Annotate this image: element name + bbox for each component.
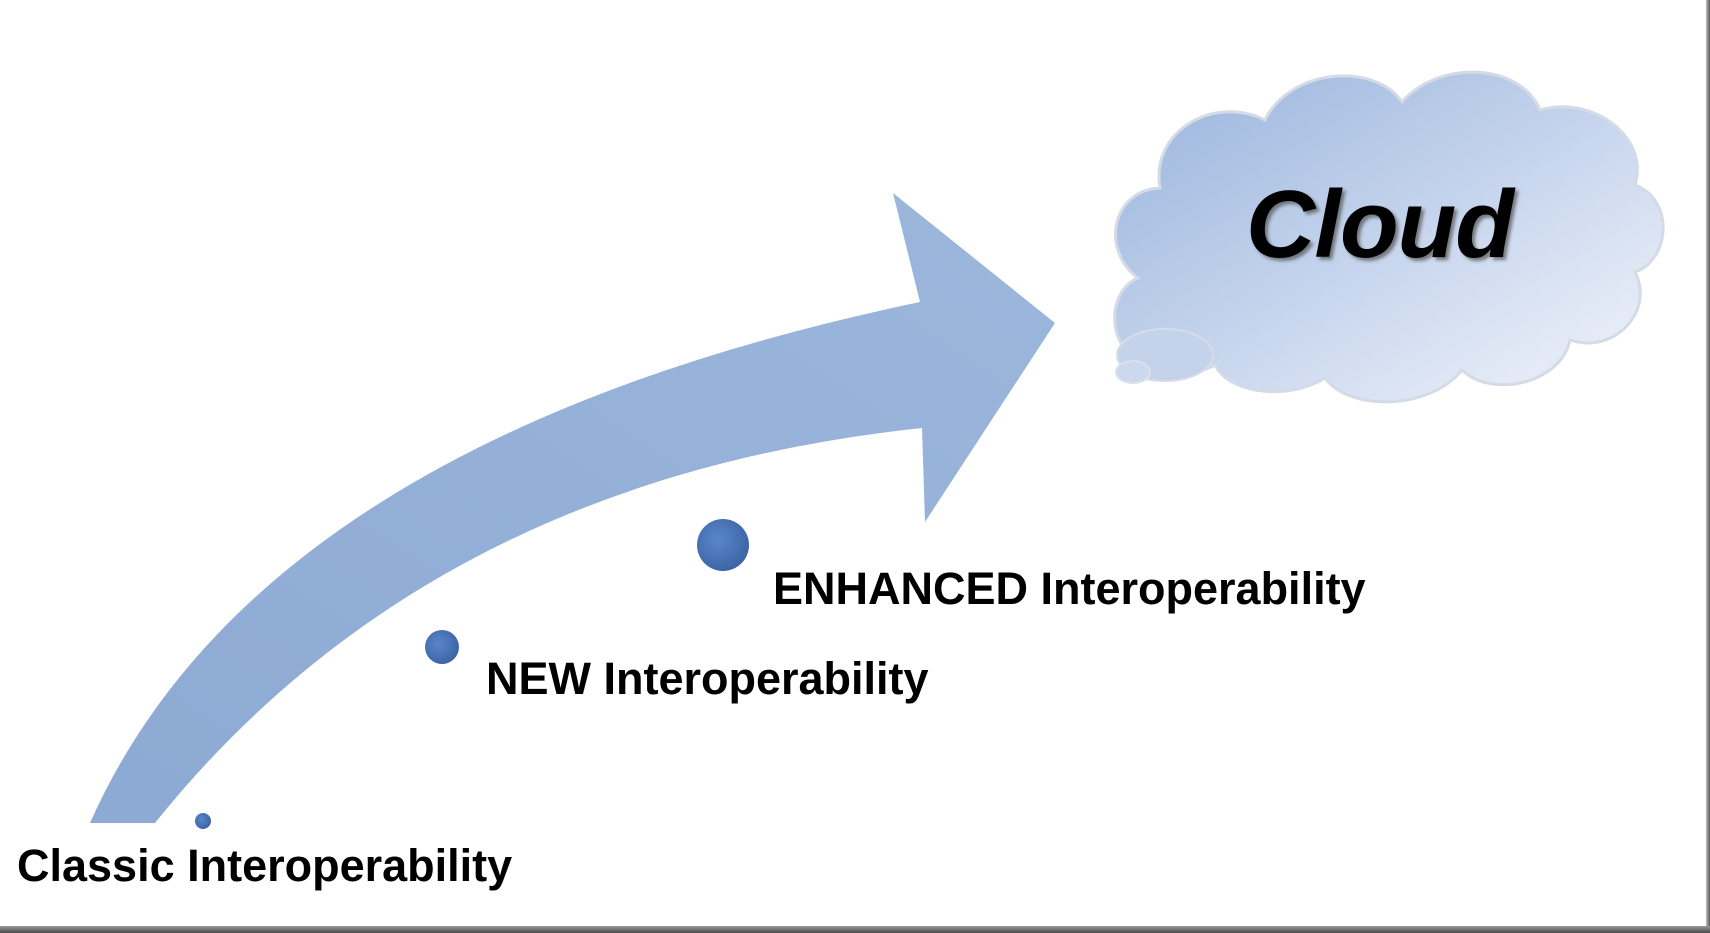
bullet-dot-icon: [195, 813, 211, 829]
curved-arrow-icon: [90, 193, 1055, 823]
bullet-dot-icon: [697, 519, 749, 571]
cloud-label: Cloud: [1246, 171, 1514, 278]
cloud-icon: [1113, 70, 1665, 404]
stage-label-enhanced: ENHANCED Interoperability: [773, 563, 1366, 614]
frame-border-right: [1706, 0, 1710, 933]
bullet-dot-icon: [425, 630, 459, 664]
stage-label-classic: Classic Interoperability: [17, 840, 513, 891]
stage-label-new: NEW Interoperability: [486, 653, 929, 704]
frame-border-bottom: [0, 926, 1710, 933]
